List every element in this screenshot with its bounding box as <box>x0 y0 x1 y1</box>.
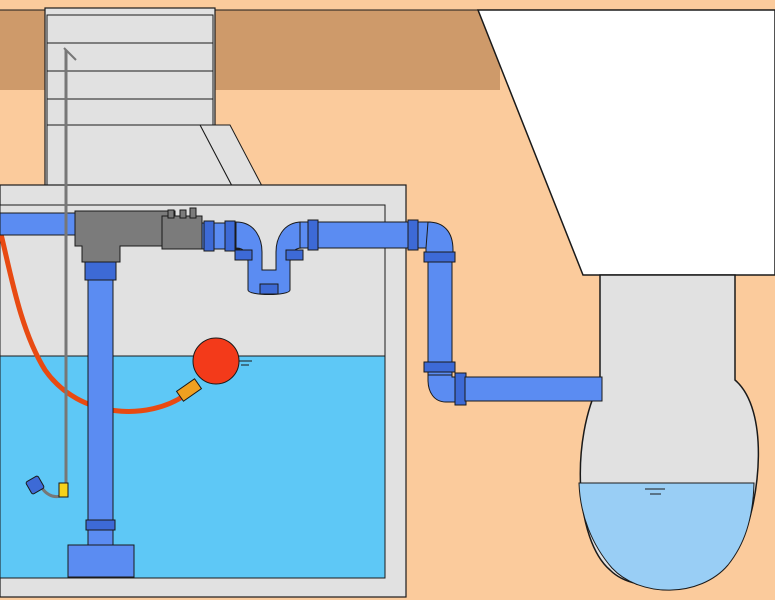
building <box>476 9 775 276</box>
ball-float-icon <box>175 337 240 402</box>
receiving-sewer <box>578 274 760 591</box>
inspection-shaft <box>44 7 263 189</box>
water-level-icon <box>238 360 252 366</box>
riser-pipe <box>87 254 114 551</box>
submersible-pump <box>67 544 135 578</box>
level-sensor-icon <box>25 475 69 498</box>
non-return-valve <box>74 207 203 263</box>
discharge-pipe <box>0 212 603 578</box>
power-cable <box>0 229 187 414</box>
sewer-water <box>578 482 755 591</box>
